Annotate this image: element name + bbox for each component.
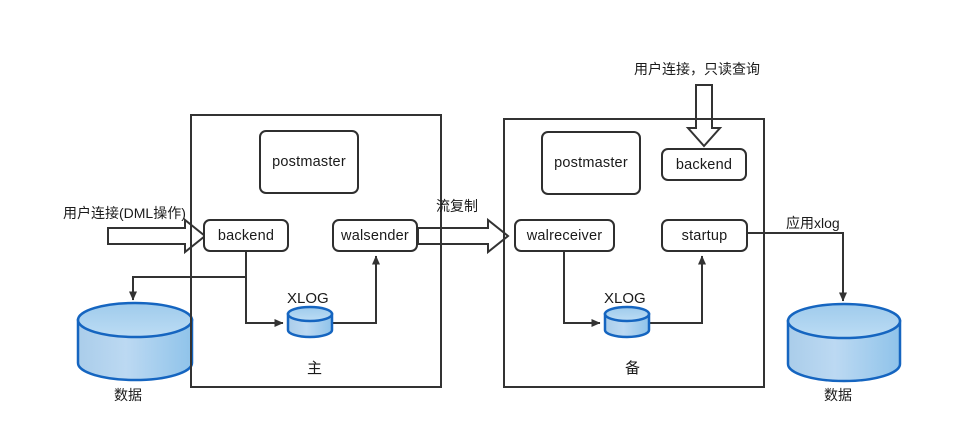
edge-backend-to-primary-xlog xyxy=(245,252,284,327)
walsender-label: walsender xyxy=(341,227,409,244)
walreceiver-node[interactable]: walreceiver xyxy=(514,219,615,252)
standby-panel xyxy=(503,118,765,388)
standby-backend-node[interactable]: backend xyxy=(661,148,747,181)
edge-walreceiver-to-standby-xlog xyxy=(563,252,601,327)
client-write-block-arrow xyxy=(107,217,207,255)
standby-postmaster-node[interactable]: postmaster xyxy=(541,131,641,195)
client-write-label: 用户连接(DML操作) xyxy=(63,205,186,221)
edge-startup-to-standby-data xyxy=(748,232,847,302)
edge-primary-xlog-to-walsender xyxy=(332,255,380,324)
replication-label: 流复制 xyxy=(436,198,478,214)
primary-xlog-label: XLOG xyxy=(287,290,329,307)
startup-node[interactable]: startup xyxy=(661,219,748,252)
standby-xlog-cylinder xyxy=(603,305,651,339)
standby-postmaster-label: postmaster xyxy=(554,155,628,171)
primary-backend-node[interactable]: backend xyxy=(203,219,289,252)
primary-backend-label: backend xyxy=(217,227,275,244)
standby-backend-label: backend xyxy=(675,156,733,173)
startup-label: startup xyxy=(681,227,728,244)
standby-panel-caption: 备 xyxy=(625,360,641,377)
walsender-node[interactable]: walsender xyxy=(332,219,418,252)
walreceiver-label: walreceiver xyxy=(526,227,603,244)
primary-panel-caption: 主 xyxy=(307,360,323,377)
client-read-label: 用户连接，只读查询 xyxy=(634,61,760,77)
primary-xlog-cylinder xyxy=(286,305,334,339)
standby-data-caption: 数据 xyxy=(824,387,852,403)
primary-postmaster-label: postmaster xyxy=(272,154,346,170)
edge-standby-xlog-to-startup xyxy=(649,255,706,324)
primary-panel xyxy=(190,114,442,388)
standby-data-cylinder xyxy=(786,302,902,383)
standby-xlog-label: XLOG xyxy=(604,290,646,307)
primary-data-caption: 数据 xyxy=(114,387,142,403)
client-read-block-arrow xyxy=(685,84,723,148)
apply-xlog-label: 应用xlog xyxy=(786,215,840,231)
primary-postmaster-node[interactable]: postmaster xyxy=(259,130,359,194)
primary-data-cylinder xyxy=(76,301,194,382)
